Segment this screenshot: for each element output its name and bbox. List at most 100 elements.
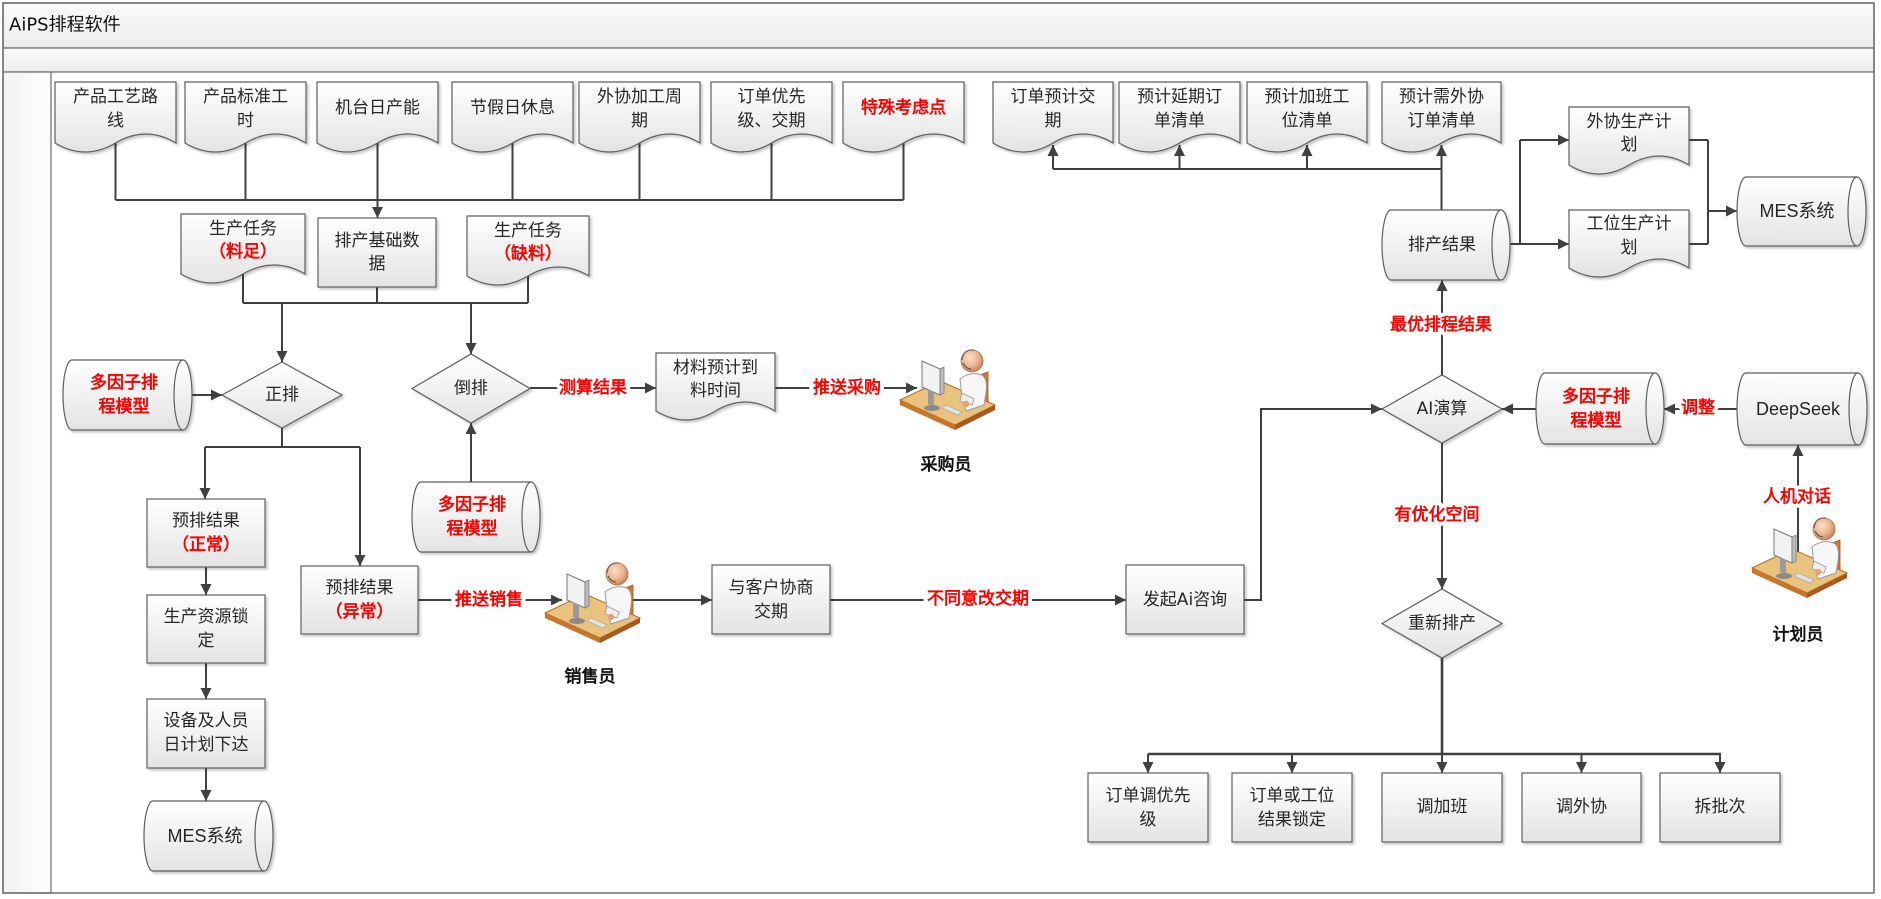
- doc-text: 线: [107, 111, 124, 131]
- input-doc-holidays: 节假日休息: [451, 81, 574, 153]
- doc-outsource-plan: 外协生产计划: [1568, 106, 1690, 175]
- doc-task-sufficient-material: 生产任务（料足）: [180, 213, 306, 284]
- decision-text: 正排: [265, 385, 299, 405]
- adjustment-boxes: 订单调优先级 订单或工位结果锁定 调加班 调外协 拆批次: [1087, 772, 1781, 843]
- box-text-emphasis: （正常）: [172, 534, 240, 555]
- model-text: 多因子排: [438, 494, 506, 515]
- doc-text: 划: [1621, 238, 1638, 258]
- arrow-to-ai-calc: [1244, 403, 1382, 601]
- doc-text: 时: [237, 111, 254, 131]
- svg-text:预排结果（异常）: 预排结果（异常）: [326, 578, 394, 622]
- doc-text-emphasis: （料足）: [209, 241, 277, 262]
- svg-text:外协加工周期: 外协加工周期: [597, 87, 682, 131]
- doc-text: 订单优先: [738, 87, 806, 107]
- box-text: 据: [369, 254, 386, 274]
- doc-text: 划: [1621, 135, 1638, 155]
- decision-backward: 倒排: [410, 353, 532, 424]
- input-documents: 产品工艺路线 产品标准工时 机台日产能 节假日休息 外协加工周期 订单优先级、交…: [54, 81, 965, 153]
- doc-text: 产品工艺路: [73, 87, 158, 107]
- box-adjust-overtime: 调加班: [1381, 772, 1503, 843]
- doc-text: 订单清单: [1408, 111, 1476, 131]
- box-text: 交期: [754, 602, 788, 622]
- svg-text:订单或工位结果锁定: 订单或工位结果锁定: [1250, 786, 1335, 830]
- cylinder-backward-model: 多因子排程模型: [411, 481, 541, 553]
- box-resource-lock: 生产资源锁定: [146, 594, 266, 664]
- doc-text: 外协生产计: [1587, 112, 1672, 132]
- doc-text: 级、交期: [738, 111, 806, 131]
- purchaser-person-icon: [899, 349, 996, 431]
- doc-task-material-shortage: 生产任务（缺料）: [466, 215, 590, 286]
- svg-text:预计需外协订单清单: 预计需外协订单清单: [1399, 87, 1484, 131]
- svg-text:生产资源锁定: 生产资源锁定: [164, 607, 249, 651]
- svg-text:材料预计到料时间: 材料预计到料时间: [673, 358, 758, 401]
- input-doc-order-priority: 订单优先级、交期: [710, 81, 833, 153]
- svg-text:订单预计交期: 订单预计交期: [1011, 87, 1096, 131]
- sales-person-icon: [544, 562, 641, 644]
- svg-text:产品工艺路线: 产品工艺路线: [73, 87, 158, 131]
- svg-text:预计延期订单清单: 预计延期订单清单: [1137, 87, 1222, 131]
- cylinder-schedule-result: 排产结果: [1381, 209, 1511, 281]
- edge-label-dialog: 人机对话: [1763, 486, 1831, 507]
- model-text: 程模型: [99, 396, 150, 417]
- svg-text:预计加班工位清单: 预计加班工位清单: [1265, 87, 1350, 131]
- box-text: 预排结果: [326, 578, 394, 598]
- decision-text: 倒排: [454, 379, 488, 399]
- box-text: 订单调优先: [1106, 786, 1191, 806]
- box-text: 发起Ai咨询: [1143, 590, 1227, 610]
- svg-text:特殊考虑点: 特殊考虑点: [861, 97, 946, 118]
- svg-text:订单调优先级: 订单调优先级: [1106, 786, 1191, 830]
- output-doc-outsource-orders: 预计需外协订单清单: [1381, 81, 1502, 153]
- box-lock-results: 订单或工位结果锁定: [1231, 772, 1353, 843]
- doc-text: 生产任务: [209, 219, 277, 239]
- edge-label-push-sales: 推送销售: [455, 589, 523, 610]
- box-negotiate-delivery: 与客户协商交期: [711, 564, 831, 635]
- box-text: 排产基础数: [335, 231, 420, 251]
- svg-text:多因子排程模型: 多因子排程模型: [438, 494, 506, 539]
- edge-label-reject-change: 不同意改交期: [927, 588, 1029, 609]
- actor-planner-label: 计划员: [1773, 624, 1824, 645]
- svg-text:机台日产能: 机台日产能: [335, 98, 420, 118]
- svg-text:产品标准工时: 产品标准工时: [203, 87, 288, 131]
- box-base-data: 排产基础数据: [317, 217, 437, 288]
- box-daily-plan: 设备及人员日计划下达: [146, 698, 266, 769]
- svg-text:节假日休息: 节假日休息: [470, 98, 555, 118]
- box-text: 与客户协商: [729, 578, 814, 598]
- input-doc-special-considerations: 特殊考虑点: [842, 81, 965, 153]
- box-text: 订单或工位: [1250, 786, 1335, 806]
- box-text: 拆批次: [1695, 797, 1746, 817]
- edge-label-calc-result: 测算结果: [559, 377, 627, 398]
- doc-text: 机台日产能: [335, 98, 420, 118]
- model-text: 多因子排: [1562, 386, 1630, 407]
- doc-text: 材料预计到: [673, 358, 758, 378]
- svg-text:预排结果（正常）: 预排结果 （正常）: [172, 511, 240, 555]
- doc-text-emphasis: （缺料）: [494, 243, 562, 264]
- doc-text: 工位生产计: [1587, 214, 1672, 234]
- svg-text:工位生产计划: 工位生产计划: [1587, 214, 1672, 258]
- decision-text: AI演算: [1417, 399, 1468, 419]
- output-doc-overtime-stations: 预计加班工位清单: [1246, 81, 1368, 153]
- edge-label-optimizable: 有优化空间: [1395, 504, 1480, 525]
- box-text: 预排结果: [172, 511, 240, 531]
- box-text: 调外协: [1556, 797, 1607, 817]
- doc-material-arrival: 材料预计到料时间: [655, 352, 776, 421]
- cylinder-mes-right: MES系统: [1736, 176, 1867, 247]
- system-text: MES系统: [1759, 201, 1834, 221]
- decision-forward: 正排: [220, 361, 344, 429]
- box-text: 定: [198, 631, 215, 651]
- box-text: 结果锁定: [1258, 810, 1326, 830]
- svg-text:外协生产计划: 外协生产计划: [1587, 112, 1672, 155]
- cylinder-deepseek: DeepSeek: [1736, 372, 1868, 446]
- cylinder-ai-model: 多因子排程模型: [1535, 372, 1665, 445]
- box-split-batches: 拆批次: [1659, 772, 1781, 843]
- doc-text: 单清单: [1154, 111, 1205, 131]
- svg-text:排产基础数据: 排产基础数据: [335, 231, 420, 274]
- input-doc-machine-capacity: 机台日产能: [316, 81, 439, 153]
- edge-label-adjust: 调整: [1681, 397, 1715, 418]
- doc-text: 节假日休息: [470, 98, 555, 118]
- decision-reschedule: 重新排产: [1380, 588, 1504, 659]
- lane-header-bar: [2, 47, 1875, 73]
- box-ai-consult: 发起Ai咨询: [1125, 564, 1245, 635]
- actor-sales-label: 销售员: [565, 666, 616, 687]
- actor-purchaser-label: 采购员: [920, 454, 972, 475]
- doc-text: 期: [1045, 111, 1062, 131]
